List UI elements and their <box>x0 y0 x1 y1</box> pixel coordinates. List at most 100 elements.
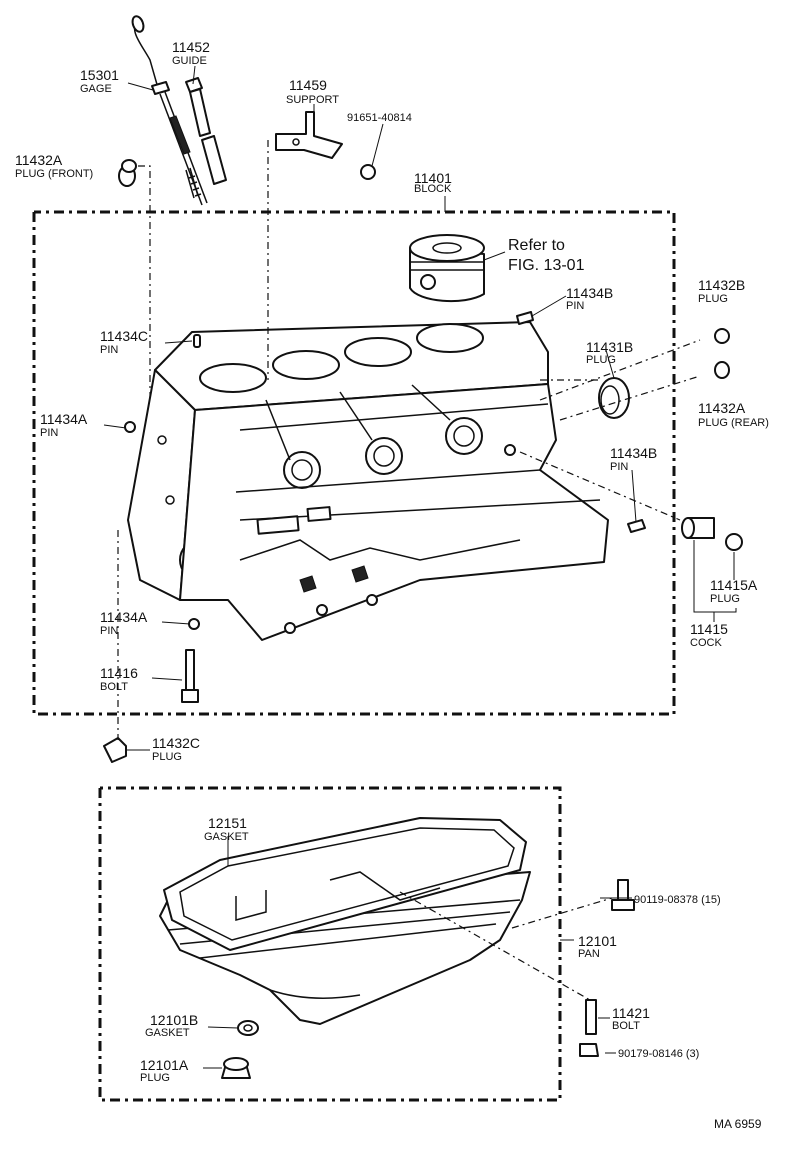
support-part-number: 11459 <box>289 77 327 93</box>
pin-11434b-mid-part-number: 11434B <box>610 445 657 461</box>
pin-11434a-low-shape <box>188 618 200 630</box>
plug-rear-shape <box>714 361 730 379</box>
support-name: SUPPORT <box>286 94 339 106</box>
callout-gasket-12151: 12151 GASKET <box>204 815 249 843</box>
plug-front-name: PLUG (FRONT) <box>15 168 93 180</box>
pin-11434a-top-shape <box>124 421 136 433</box>
callout-plug-12101a: 12101A PLUG <box>140 1057 189 1084</box>
pin-11434a-top-part-number: 11434A <box>40 411 88 427</box>
refer-line-1: Refer to <box>508 237 565 254</box>
piston-drawing <box>409 234 485 303</box>
callout-pan: 12101 PAN <box>578 933 617 960</box>
callout-nut-90179: 90179-08146 (3) <box>618 1048 699 1060</box>
bolt-90119-shape <box>617 879 629 903</box>
plug-12101a-name: PLUG <box>140 1072 170 1084</box>
pin-11434b-mid-name: PIN <box>610 461 628 473</box>
callout-cock: 11415 COCK <box>690 621 728 649</box>
plug-11432c-shape <box>103 737 127 763</box>
support-bracket-drawing <box>275 111 376 180</box>
callout-pin-11434a-low: 11434A PIN <box>100 609 148 637</box>
figure-id: MA 6959 <box>714 1117 762 1131</box>
pan-name: PAN <box>578 948 600 960</box>
cylinder-block-drawing <box>127 321 609 641</box>
bolt-11416-shape <box>185 649 195 691</box>
callout-pin-11434b-top: 11434B PIN <box>566 285 613 312</box>
gasket-12101b-part-number: 12101B <box>150 1012 198 1028</box>
plug-11432b-name: PLUG <box>698 293 728 305</box>
plug-11415a-part-number: 11415A <box>710 577 758 593</box>
block-group-box <box>32 196 676 716</box>
dipstick-gage-drawing <box>131 15 208 206</box>
callout-support: 11459 SUPPORT <box>286 77 339 106</box>
bolt-91651-part-number: 91651-40814 <box>347 112 412 124</box>
callout-bolt-11416: 11416 BOLT <box>100 665 138 693</box>
pin-11434b-mid-shape <box>627 519 646 533</box>
callout-plug-11415a: 11415A PLUG <box>710 577 758 605</box>
callout-bolt-90119: 90119-08378 (15) <box>634 894 721 906</box>
cock-name: COCK <box>690 637 722 649</box>
plug-11432b-part-number: 11432B <box>698 277 745 293</box>
guide-tube-drawing <box>185 77 227 185</box>
refer-line-2: FIG. 13-01 <box>508 257 585 274</box>
gasket-12151-part-number: 12151 <box>208 815 247 831</box>
pan-part-number: 12101 <box>578 933 617 949</box>
bolt-11421-shape <box>585 999 597 1035</box>
plug-12101a-part-number: 12101A <box>140 1057 189 1073</box>
block-small-parts <box>103 140 743 763</box>
plug-11432b-shape <box>714 328 730 344</box>
pin-11434b-top-name: PIN <box>566 300 584 312</box>
plug-rear-part-number: 11432A <box>698 400 746 416</box>
gage-name: GAGE <box>80 83 112 95</box>
bolt-11416-name: BOLT <box>100 681 128 693</box>
callout-bolt-91651: 91651-40814 <box>347 112 412 124</box>
nut-90179-part-number: 90179-08146 (3) <box>618 1048 699 1060</box>
callout-bolt-11421: 11421 BOLT <box>612 1005 650 1032</box>
callout-guide: 11452 GUIDE <box>172 39 210 67</box>
plug-11432c-part-number: 11432C <box>152 735 200 751</box>
bolt-11421-name: BOLT <box>612 1020 640 1032</box>
callout-pin-11434a-top: 11434A PIN <box>40 411 88 439</box>
nut-90179-shape <box>579 1043 599 1057</box>
bolt-11416-part-number: 11416 <box>100 665 138 681</box>
callout-plug-11431b: 11431B PLUG <box>586 339 633 366</box>
leader-lines <box>103 65 737 1069</box>
bolt-90119-part-number: 90119-08378 (15) <box>634 894 721 906</box>
callout-block: 11401 BLOCK <box>414 170 452 195</box>
callout-gage: 15301 GAGE <box>80 67 119 95</box>
block-name: BLOCK <box>414 183 452 195</box>
pin-11434c-part-number: 11434C <box>100 328 148 344</box>
gage-part-number: 15301 <box>80 67 119 83</box>
plug-11431b-name: PLUG <box>586 354 616 366</box>
plug-rear-name: PLUG (REAR) <box>698 417 769 429</box>
plug-11432c-name: PLUG <box>152 751 182 763</box>
guide-part-number: 11452 <box>172 39 210 55</box>
plug-front-part-number: 11432A <box>15 152 63 168</box>
callout-plug-11432c: 11432C PLUG <box>152 735 200 763</box>
gasket-12101b-name: GASKET <box>145 1027 190 1039</box>
plug-11415a-shape <box>725 533 743 551</box>
callout-gasket-12101b: 12101B GASKET <box>145 1012 198 1039</box>
callout-plug-11432b: 11432B PLUG <box>698 277 745 305</box>
pin-11434c-name: PIN <box>100 344 118 356</box>
cock-part-number: 11415 <box>690 621 728 637</box>
pin-11434a-low-name: PIN <box>100 625 118 637</box>
plug-front-drawing <box>118 159 151 520</box>
pin-11434b-top-shape <box>516 311 534 325</box>
block-part-number: 11401 <box>414 170 452 186</box>
pin-11434b-top-part-number: 11434B <box>566 285 613 301</box>
pin-11434a-low-part-number: 11434A <box>100 609 148 625</box>
plug-11415a-name: PLUG <box>710 593 740 605</box>
callout-pin-11434b-mid: 11434B PIN <box>610 445 657 473</box>
pin-11434a-top-name: PIN <box>40 427 58 439</box>
callout-plug-rear: 11432A PLUG (REAR) <box>698 400 769 429</box>
callout-plug-front: 11432A PLUG (FRONT) <box>15 152 93 180</box>
callout-pin-11434c: 11434C PIN <box>100 328 148 356</box>
callout-refer: Refer to FIG. 13-01 <box>508 237 585 274</box>
gasket-12101b-shape <box>237 1020 259 1036</box>
oil-pan-drawing <box>159 817 635 1079</box>
guide-name: GUIDE <box>172 55 207 67</box>
bolt-11421-part-number: 11421 <box>612 1005 650 1021</box>
pan-group-box <box>98 786 562 1102</box>
plug-11431b-part-number: 11431B <box>586 339 633 355</box>
